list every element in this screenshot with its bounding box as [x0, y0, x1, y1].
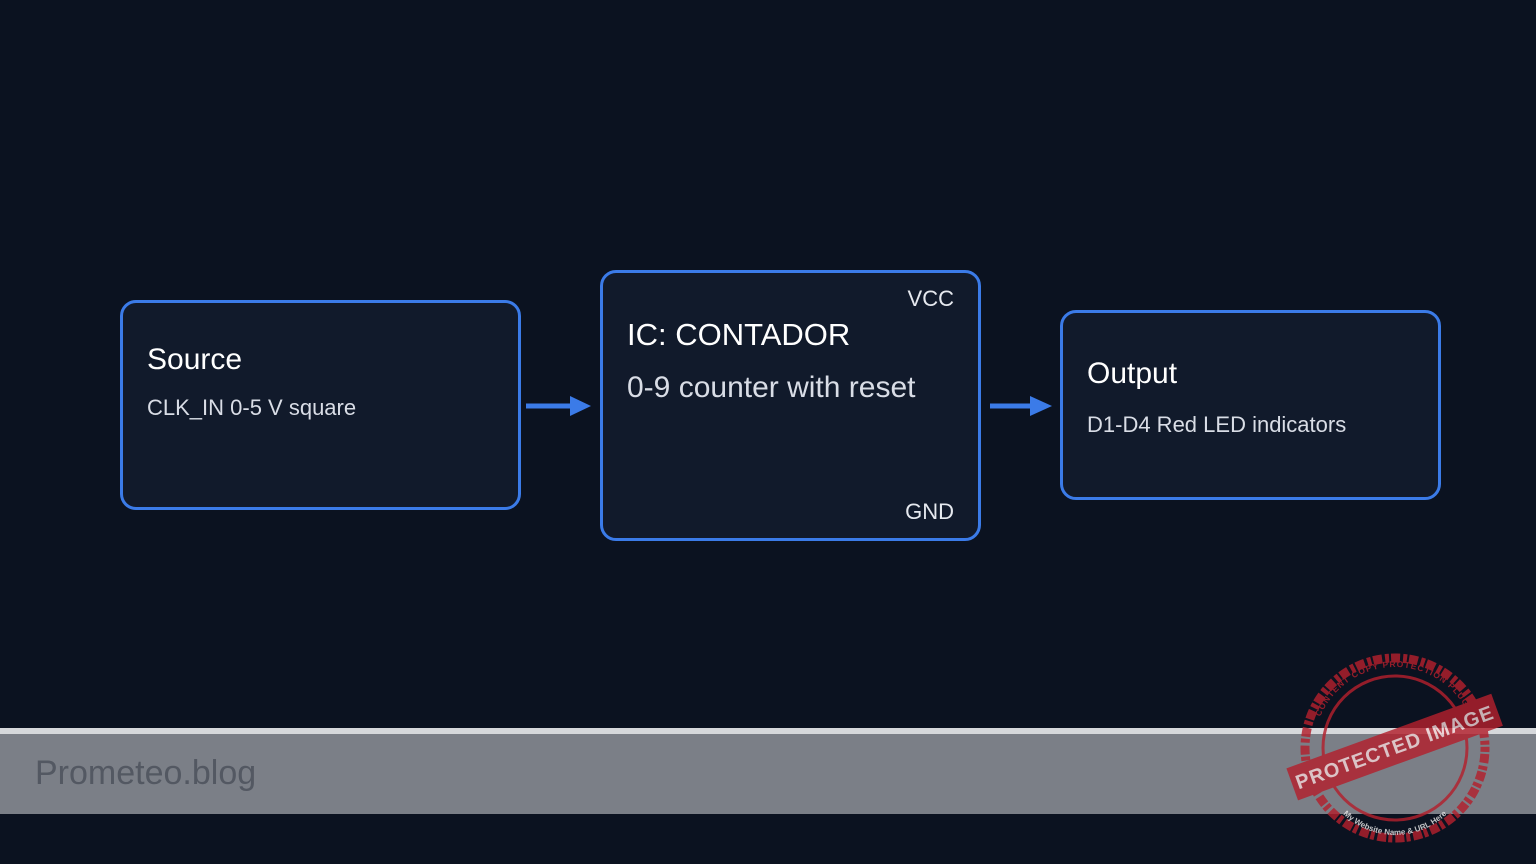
- source-description: CLK_IN 0-5 V square: [147, 395, 357, 420]
- vcc-pin-label: VCC: [907, 286, 954, 311]
- arrow-ic-to-output: [990, 396, 1052, 416]
- output-description: D1-D4 Red LED indicators: [1087, 412, 1347, 437]
- output-title: Output: [1087, 357, 1178, 390]
- source-title: Source: [147, 343, 243, 376]
- site-name: Prometeo.blog: [35, 754, 257, 792]
- source-block: Source CLK_IN 0-5 V square: [120, 300, 521, 510]
- gnd-pin-label: GND: [905, 499, 954, 524]
- footer-band: Prometeo.blog: [0, 728, 1536, 814]
- ic-block: VCC IC: CONTADOR 0-9 counter with reset …: [600, 270, 981, 541]
- arrow-source-to-ic: [526, 396, 591, 416]
- ic-title: IC: CONTADOR: [627, 317, 851, 352]
- ic-description: 0-9 counter with reset: [627, 371, 916, 404]
- protected-image-stamp: CONTENT COPY PROTECTION PLUGIN My Websit…: [1286, 653, 1503, 843]
- output-block: Output D1-D4 Red LED indicators: [1060, 310, 1441, 500]
